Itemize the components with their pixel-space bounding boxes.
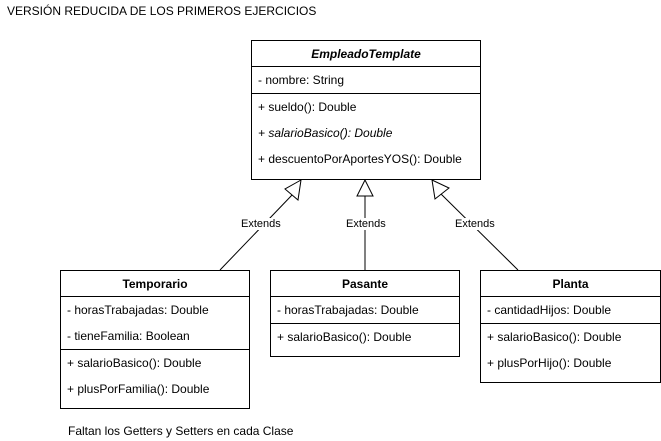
attribute-tiene-familia: - tieneFamilia: Boolean bbox=[67, 329, 190, 343]
class-name-temporario: Temporario bbox=[61, 271, 249, 297]
extends-arrow-pasante bbox=[356, 178, 374, 197]
class-empleado-template[interactable]: EmpleadoTemplate - nombre: String + suel… bbox=[251, 40, 481, 180]
extends-line-temporario bbox=[219, 193, 294, 271]
attribute-nombre: - nombre: String bbox=[258, 73, 345, 87]
class-pasante[interactable]: Pasante - horasTrabajadas: Double + sala… bbox=[270, 270, 460, 357]
attributes-section: - horasTrabajadas: Double bbox=[271, 297, 459, 324]
attributes-section: - cantidadHijos: Double bbox=[481, 297, 660, 324]
methods-section: + salarioBasico(): Double bbox=[271, 324, 459, 350]
class-name-pasante: Pasante bbox=[271, 271, 459, 297]
method-salario-basico: + salarioBasico(): Double bbox=[487, 330, 622, 344]
method-sueldo: + sueldo(): Double bbox=[258, 100, 357, 114]
class-name-empleado-template: EmpleadoTemplate bbox=[252, 41, 480, 67]
attribute-horas-trabajadas: - horasTrabajadas: Double bbox=[277, 303, 419, 317]
method-salario-basico: + salarioBasico(): Double bbox=[277, 330, 412, 344]
class-temporario[interactable]: Temporario - horasTrabajadas: Double - t… bbox=[60, 270, 250, 409]
method-salario-basico: + salarioBasico(): Double bbox=[67, 356, 202, 370]
footer-note: Faltan los Getters y Setters en cada Cla… bbox=[68, 424, 294, 438]
extends-arrow-temporario bbox=[284, 179, 302, 201]
class-planta[interactable]: Planta - cantidadHijos: Double + salario… bbox=[480, 270, 661, 383]
extends-line-planta bbox=[440, 193, 519, 271]
method-salario-basico-abstract: + salarioBasico(): Double bbox=[258, 126, 393, 140]
attributes-section: - horasTrabajadas: Double - tieneFamilia… bbox=[61, 297, 249, 350]
diagram-title: VERSIÓN REDUCIDA DE LOS PRIMEROS EJERCIC… bbox=[7, 4, 317, 18]
attributes-section: - nombre: String bbox=[252, 67, 480, 94]
class-name-planta: Planta bbox=[481, 271, 660, 297]
extends-arrow-planta bbox=[431, 179, 450, 200]
extends-label-temporario: Extends bbox=[240, 218, 282, 230]
extends-label-planta: Extends bbox=[454, 218, 496, 230]
method-plus-por-familia: + plusPorFamilia(): Double bbox=[67, 382, 210, 396]
attribute-cantidad-hijos: - cantidadHijos: Double bbox=[487, 303, 612, 317]
attribute-horas-trabajadas: - horasTrabajadas: Double bbox=[67, 303, 209, 317]
extends-label-pasante: Extends bbox=[345, 218, 387, 230]
methods-section: + sueldo(): Double + salarioBasico(): Do… bbox=[252, 94, 480, 172]
methods-section: + salarioBasico(): Double + plusPorFamil… bbox=[61, 350, 249, 402]
method-plus-por-hijo: + plusPorHijo(): Double bbox=[487, 356, 612, 370]
method-descuento-por-aportes: + descuentoPorAportesYOS(): Double bbox=[258, 152, 462, 166]
methods-section: + salarioBasico(): Double + plusPorHijo(… bbox=[481, 324, 660, 376]
